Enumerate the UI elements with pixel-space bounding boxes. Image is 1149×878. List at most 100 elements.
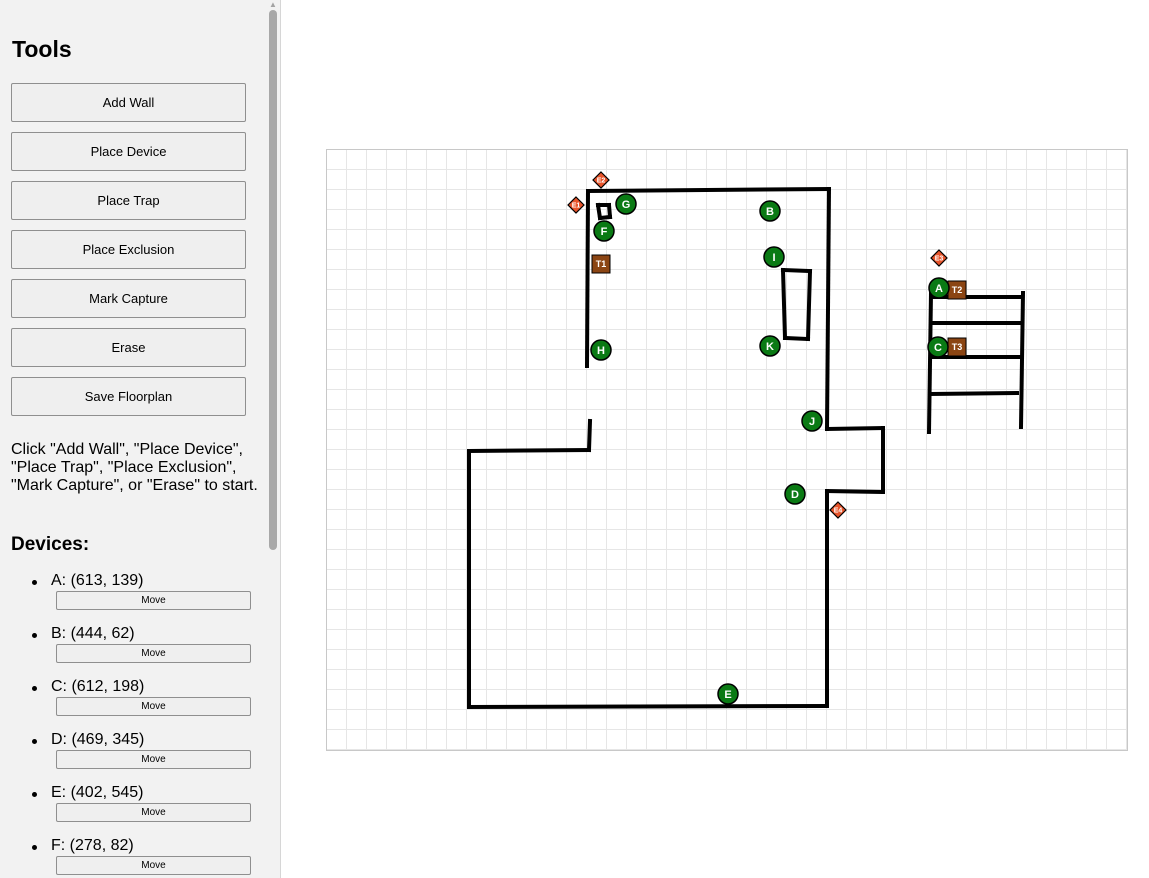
device-circle: [763, 246, 785, 268]
sidebar-scrollbar[interactable]: ▲: [268, 0, 278, 878]
device-label: D: [791, 489, 799, 501]
device-circle: [928, 277, 950, 299]
device-marker[interactable]: H: [590, 339, 612, 361]
list-bullet: [32, 845, 37, 850]
device-circle: [801, 410, 823, 432]
trap-marker[interactable]: T1: [591, 254, 611, 274]
wall-segment[interactable]: [805, 268, 813, 342]
walls: [466, 186, 1026, 710]
device-circle: [927, 336, 949, 358]
wall-segment[interactable]: [824, 186, 832, 432]
device-list-item: C: (612, 198) Move: [32, 678, 262, 728]
device-label: E: [724, 689, 731, 701]
exclusion-label: E2: [597, 178, 606, 185]
place-device-button[interactable]: Place Device: [11, 132, 246, 171]
device-marker[interactable]: F: [593, 220, 615, 242]
device-marker[interactable]: A: [928, 277, 950, 299]
add-wall-button[interactable]: Add Wall: [11, 83, 246, 122]
tools-title: Tools: [12, 36, 72, 62]
wall-segment[interactable]: [926, 290, 934, 435]
place-trap-button[interactable]: Place Trap: [11, 181, 246, 220]
device-marker[interactable]: D: [784, 483, 806, 505]
device-label: K: [766, 341, 774, 353]
place-exclusion-button[interactable]: Place Exclusion: [11, 230, 246, 269]
device-label: J: [809, 416, 815, 428]
device-marker[interactable]: C: [927, 336, 949, 358]
list-bullet: [32, 686, 37, 691]
move-device-button[interactable]: Move: [56, 697, 251, 716]
device-coordinates: B: (444, 62): [51, 625, 135, 642]
wall-segment[interactable]: [466, 703, 830, 710]
scroll-up-arrow-icon[interactable]: ▲: [269, 0, 277, 9]
trap-square: [591, 254, 611, 274]
device-circle: [590, 339, 612, 361]
device-circle: [759, 335, 781, 357]
trap-label: T2: [952, 285, 963, 295]
wall-segment[interactable]: [586, 418, 593, 453]
wall-segment[interactable]: [1018, 290, 1026, 430]
exclusion-marker[interactable]: E3: [930, 249, 948, 267]
device-label: F: [601, 226, 608, 238]
exclusion-marker[interactable]: E1: [567, 196, 585, 214]
device-marker[interactable]: B: [759, 200, 781, 222]
exclusion-diamond: [829, 501, 847, 519]
move-device-button[interactable]: Move: [56, 644, 251, 663]
grid: [326, 149, 1128, 751]
exclusion-label: E1: [572, 203, 581, 210]
wall-segment[interactable]: [584, 188, 591, 369]
list-bullet: [32, 739, 37, 744]
device-list-item: B: (444, 62) Move: [32, 625, 262, 675]
device-coordinates: D: (469, 345): [51, 731, 145, 748]
tools-sidebar: ▲ Tools Add Wall Place Device Place Trap…: [0, 0, 281, 878]
move-device-button[interactable]: Move: [56, 591, 251, 610]
wall-segment[interactable]: [780, 267, 813, 274]
device-circle: [759, 200, 781, 222]
device-list-item: D: (469, 345) Move: [32, 731, 262, 781]
erase-button[interactable]: Erase: [11, 328, 246, 367]
wall-segment[interactable]: [595, 202, 603, 221]
move-device-button[interactable]: Move: [56, 856, 251, 875]
wall-segment[interactable]: [928, 390, 1020, 397]
exclusion-marker[interactable]: E4: [829, 501, 847, 519]
device-marker[interactable]: I: [763, 246, 785, 268]
wall-segment[interactable]: [466, 447, 592, 454]
device-marker[interactable]: E: [717, 683, 739, 705]
devices-heading: Devices:: [11, 534, 90, 555]
device-label: B: [766, 206, 774, 218]
wall-segment[interactable]: [606, 202, 613, 220]
device-coordinates: C: (612, 198): [51, 678, 145, 695]
move-device-button[interactable]: Move: [56, 803, 251, 822]
devices: A B C D E F G H I J K: [590, 193, 950, 705]
device-label: C: [934, 342, 942, 354]
exclusion-diamond: [592, 171, 610, 189]
trap-marker[interactable]: T3: [947, 337, 967, 357]
save-floorplan-button[interactable]: Save Floorplan: [11, 377, 246, 416]
device-marker[interactable]: G: [615, 193, 637, 215]
device-marker[interactable]: K: [759, 335, 781, 357]
device-label: I: [772, 252, 775, 264]
move-device-button[interactable]: Move: [56, 750, 251, 769]
wall-segment[interactable]: [782, 335, 811, 342]
exclusion-label: E4: [834, 508, 843, 515]
device-label: A: [935, 283, 943, 295]
device-circle: [717, 683, 739, 705]
trap-marker[interactable]: T2: [947, 280, 967, 300]
wall-segment[interactable]: [824, 425, 886, 432]
wall-segment[interactable]: [585, 186, 832, 194]
wall-segment[interactable]: [824, 488, 886, 495]
scrollbar-thumb[interactable]: [269, 10, 277, 550]
trap-label: T3: [952, 342, 963, 352]
device-label: H: [597, 345, 605, 357]
wall-segment[interactable]: [780, 267, 788, 341]
device-list-item: E: (402, 545) Move: [32, 784, 262, 834]
device-label: G: [622, 199, 631, 211]
device-list-item: F: (278, 82) Move: [32, 837, 262, 878]
device-coordinates: A: (613, 139): [51, 572, 144, 589]
mark-capture-button[interactable]: Mark Capture: [11, 279, 246, 318]
device-marker[interactable]: J: [801, 410, 823, 432]
exclusion-marker[interactable]: E2: [592, 171, 610, 189]
